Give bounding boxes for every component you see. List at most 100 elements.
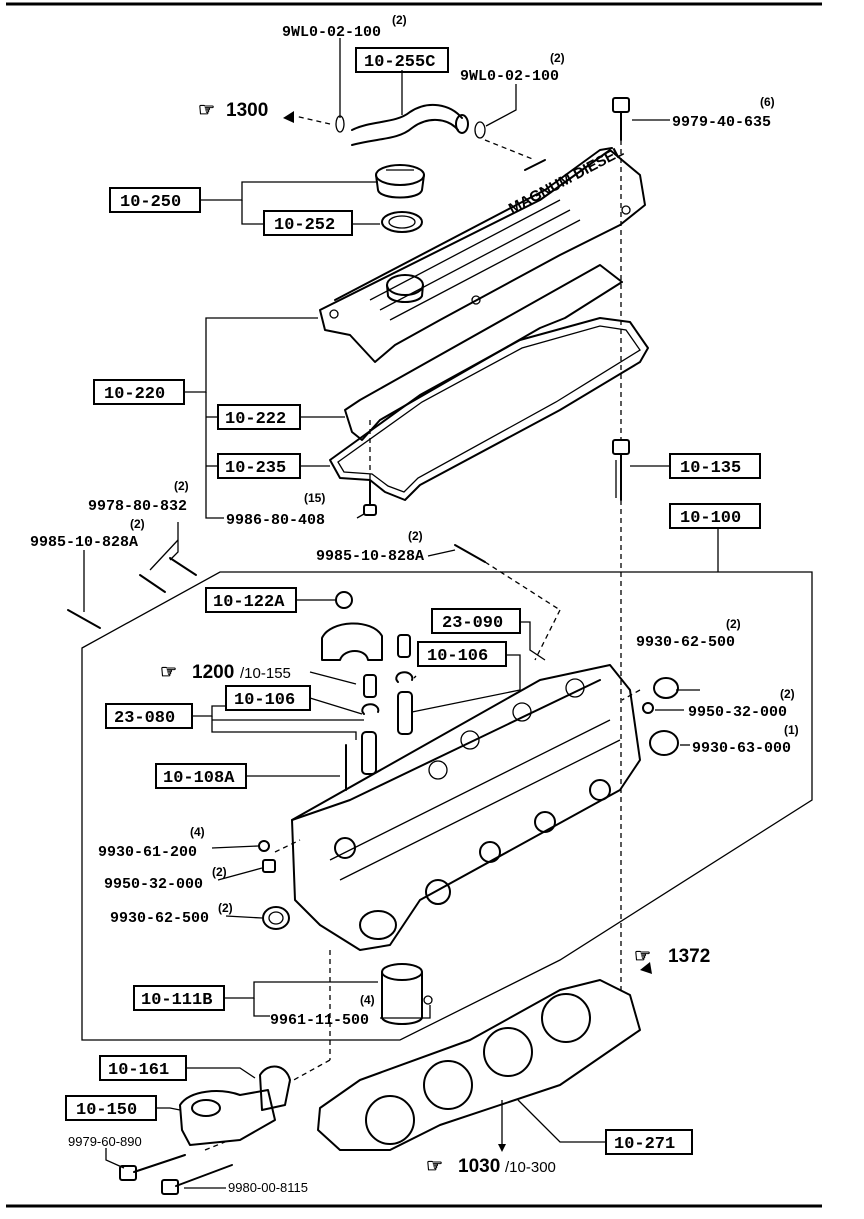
callout-9930-62-500-right: (2) 9930-62-500: [636, 617, 741, 651]
part-number: 9950-32-000: [688, 704, 787, 721]
callout-9985-10-828a-mid: (2) 9985-10-828A: [316, 529, 424, 565]
callout-9930-62-500-left: 9930-62-500 (2): [110, 901, 233, 927]
plug-large-right: [649, 730, 679, 756]
callout-9wl0-02-100-top: 9WL0-02-100 (2): [282, 13, 407, 41]
label-box: [217, 453, 301, 479]
label-box: [133, 985, 225, 1011]
plug-small-right: [642, 702, 654, 714]
bolt-9980-00-8115: [161, 1164, 233, 1195]
stud-pair: [139, 557, 197, 593]
snap-rings: [361, 671, 414, 715]
oil-seal-left: [262, 906, 290, 930]
callout-ref-1030: ☞ 1030 /10-300: [426, 1156, 556, 1177]
callout-23-090: 23-090: [431, 608, 521, 634]
callout-10-106-b: 10-106: [225, 685, 311, 711]
label-box: [263, 210, 353, 236]
callout-10-135: 10-135: [669, 453, 761, 479]
reference-number: 1300: [226, 100, 268, 121]
part-number: 9930-61-200: [98, 844, 197, 861]
part-code: 10-161: [108, 1061, 169, 1080]
label-box: [65, 1095, 157, 1121]
callout-9961-11-500: (4) 9961-11-500: [270, 993, 375, 1029]
part-number: 9WL0-02-100: [282, 24, 381, 41]
sleeve-10-111b: [381, 963, 433, 1025]
callout-10-222: 10-222: [217, 404, 301, 430]
label-box: [105, 703, 193, 729]
reference-suffix: /10-300: [505, 1159, 556, 1176]
label-box: [205, 587, 297, 613]
quantity: (2): [408, 529, 423, 543]
callout-10-161: 10-161: [99, 1055, 187, 1081]
head-gasket: [317, 979, 641, 1151]
quantity: (4): [190, 825, 205, 839]
plug-small-left: [258, 840, 270, 852]
part-number: 9985-10-828A: [316, 548, 424, 565]
reference-suffix: /10-155: [240, 665, 291, 682]
callout-10-220: 10-220: [93, 379, 185, 405]
callout-9930-63-000: (1) 9930-63-000: [692, 723, 799, 757]
label-box: [155, 763, 247, 789]
callout-9979-40-635: (6) 9979-40-635: [672, 95, 775, 131]
quantity: (2): [174, 479, 189, 493]
callout-9wl0-02-100-right: (2) 9WL0-02-100: [460, 51, 565, 85]
hand-pointer-icon: ☞: [634, 946, 651, 967]
part-code: 10-106: [427, 647, 488, 666]
part-code: 10-220: [104, 385, 165, 404]
part-code: 10-271: [614, 1135, 675, 1154]
quantity: (4): [360, 993, 375, 1007]
label-box: [669, 503, 761, 529]
callout-10-122a: 10-122A: [205, 587, 297, 613]
callout-10-271: 10-271: [605, 1129, 693, 1155]
label-box: [109, 187, 201, 213]
quantity: (6): [760, 95, 775, 109]
callout-10-235: 10-235: [217, 453, 301, 479]
hand-pointer-icon: ☞: [198, 100, 215, 121]
part-code: 10-255C: [364, 53, 435, 72]
leader-lines: [83, 38, 719, 1189]
label-box: [431, 608, 521, 634]
label-box: [355, 47, 449, 73]
label-box: [669, 453, 761, 479]
quantity: (2): [726, 617, 741, 631]
thermostat-gasket: [259, 1065, 291, 1111]
part-code: 10-100: [680, 509, 741, 528]
callout-9930-61-200: (4) 9930-61-200: [98, 825, 205, 861]
callout-10-100: 10-100: [669, 503, 761, 529]
plug-cap-right: [653, 677, 679, 699]
cover-seal-bolt: [363, 479, 377, 516]
callout-23-080: 23-080: [105, 703, 193, 729]
cylinder-head-cover: MAGNUM DIESEL: [319, 143, 646, 363]
part-code: 23-090: [442, 614, 503, 633]
cap-nut: [335, 591, 353, 609]
assembly-outline: [81, 571, 813, 1041]
callout-10-252: 10-252: [263, 210, 353, 236]
part-code: 10-250: [120, 193, 181, 212]
part-number: 9979-60-890: [68, 1134, 142, 1149]
part-number: 9985-10-828A: [30, 534, 138, 551]
hand-pointer-icon: ☞: [426, 1156, 443, 1177]
quantity: (1): [784, 723, 799, 737]
head-cover-seal: [329, 317, 649, 501]
part-number: 9930-62-500: [636, 634, 735, 651]
label-box: [417, 641, 507, 667]
callout-ref-1300: ☞ 1300: [198, 100, 268, 121]
callout-ref-1372: ☞ 1372: [634, 946, 710, 967]
part-code: 10-150: [76, 1101, 137, 1120]
part-number: 9980-00-8115: [228, 1180, 308, 1195]
callout-9985-10-828a-left: (2) 9985-10-828A: [30, 517, 145, 551]
plug-threaded-left: [262, 859, 276, 873]
callout-9978-80-832: (2) 9978-80-832: [88, 479, 189, 515]
part-code: 10-222: [225, 410, 286, 429]
guide-lines: [204, 115, 641, 1151]
label-box: [99, 1055, 187, 1081]
hand-pointer-icon: ☞: [160, 662, 177, 683]
part-number: 9986-80-408: [226, 512, 325, 529]
filler-cap-gasket: [381, 211, 423, 233]
callout-10-106-a: 10-106: [417, 641, 507, 667]
reference-number: 1200: [192, 662, 234, 683]
bearing-cap: [321, 622, 383, 661]
valve-guide: [361, 691, 413, 775]
callout-ref-1200: ☞ 1200 /10-155: [160, 662, 291, 683]
